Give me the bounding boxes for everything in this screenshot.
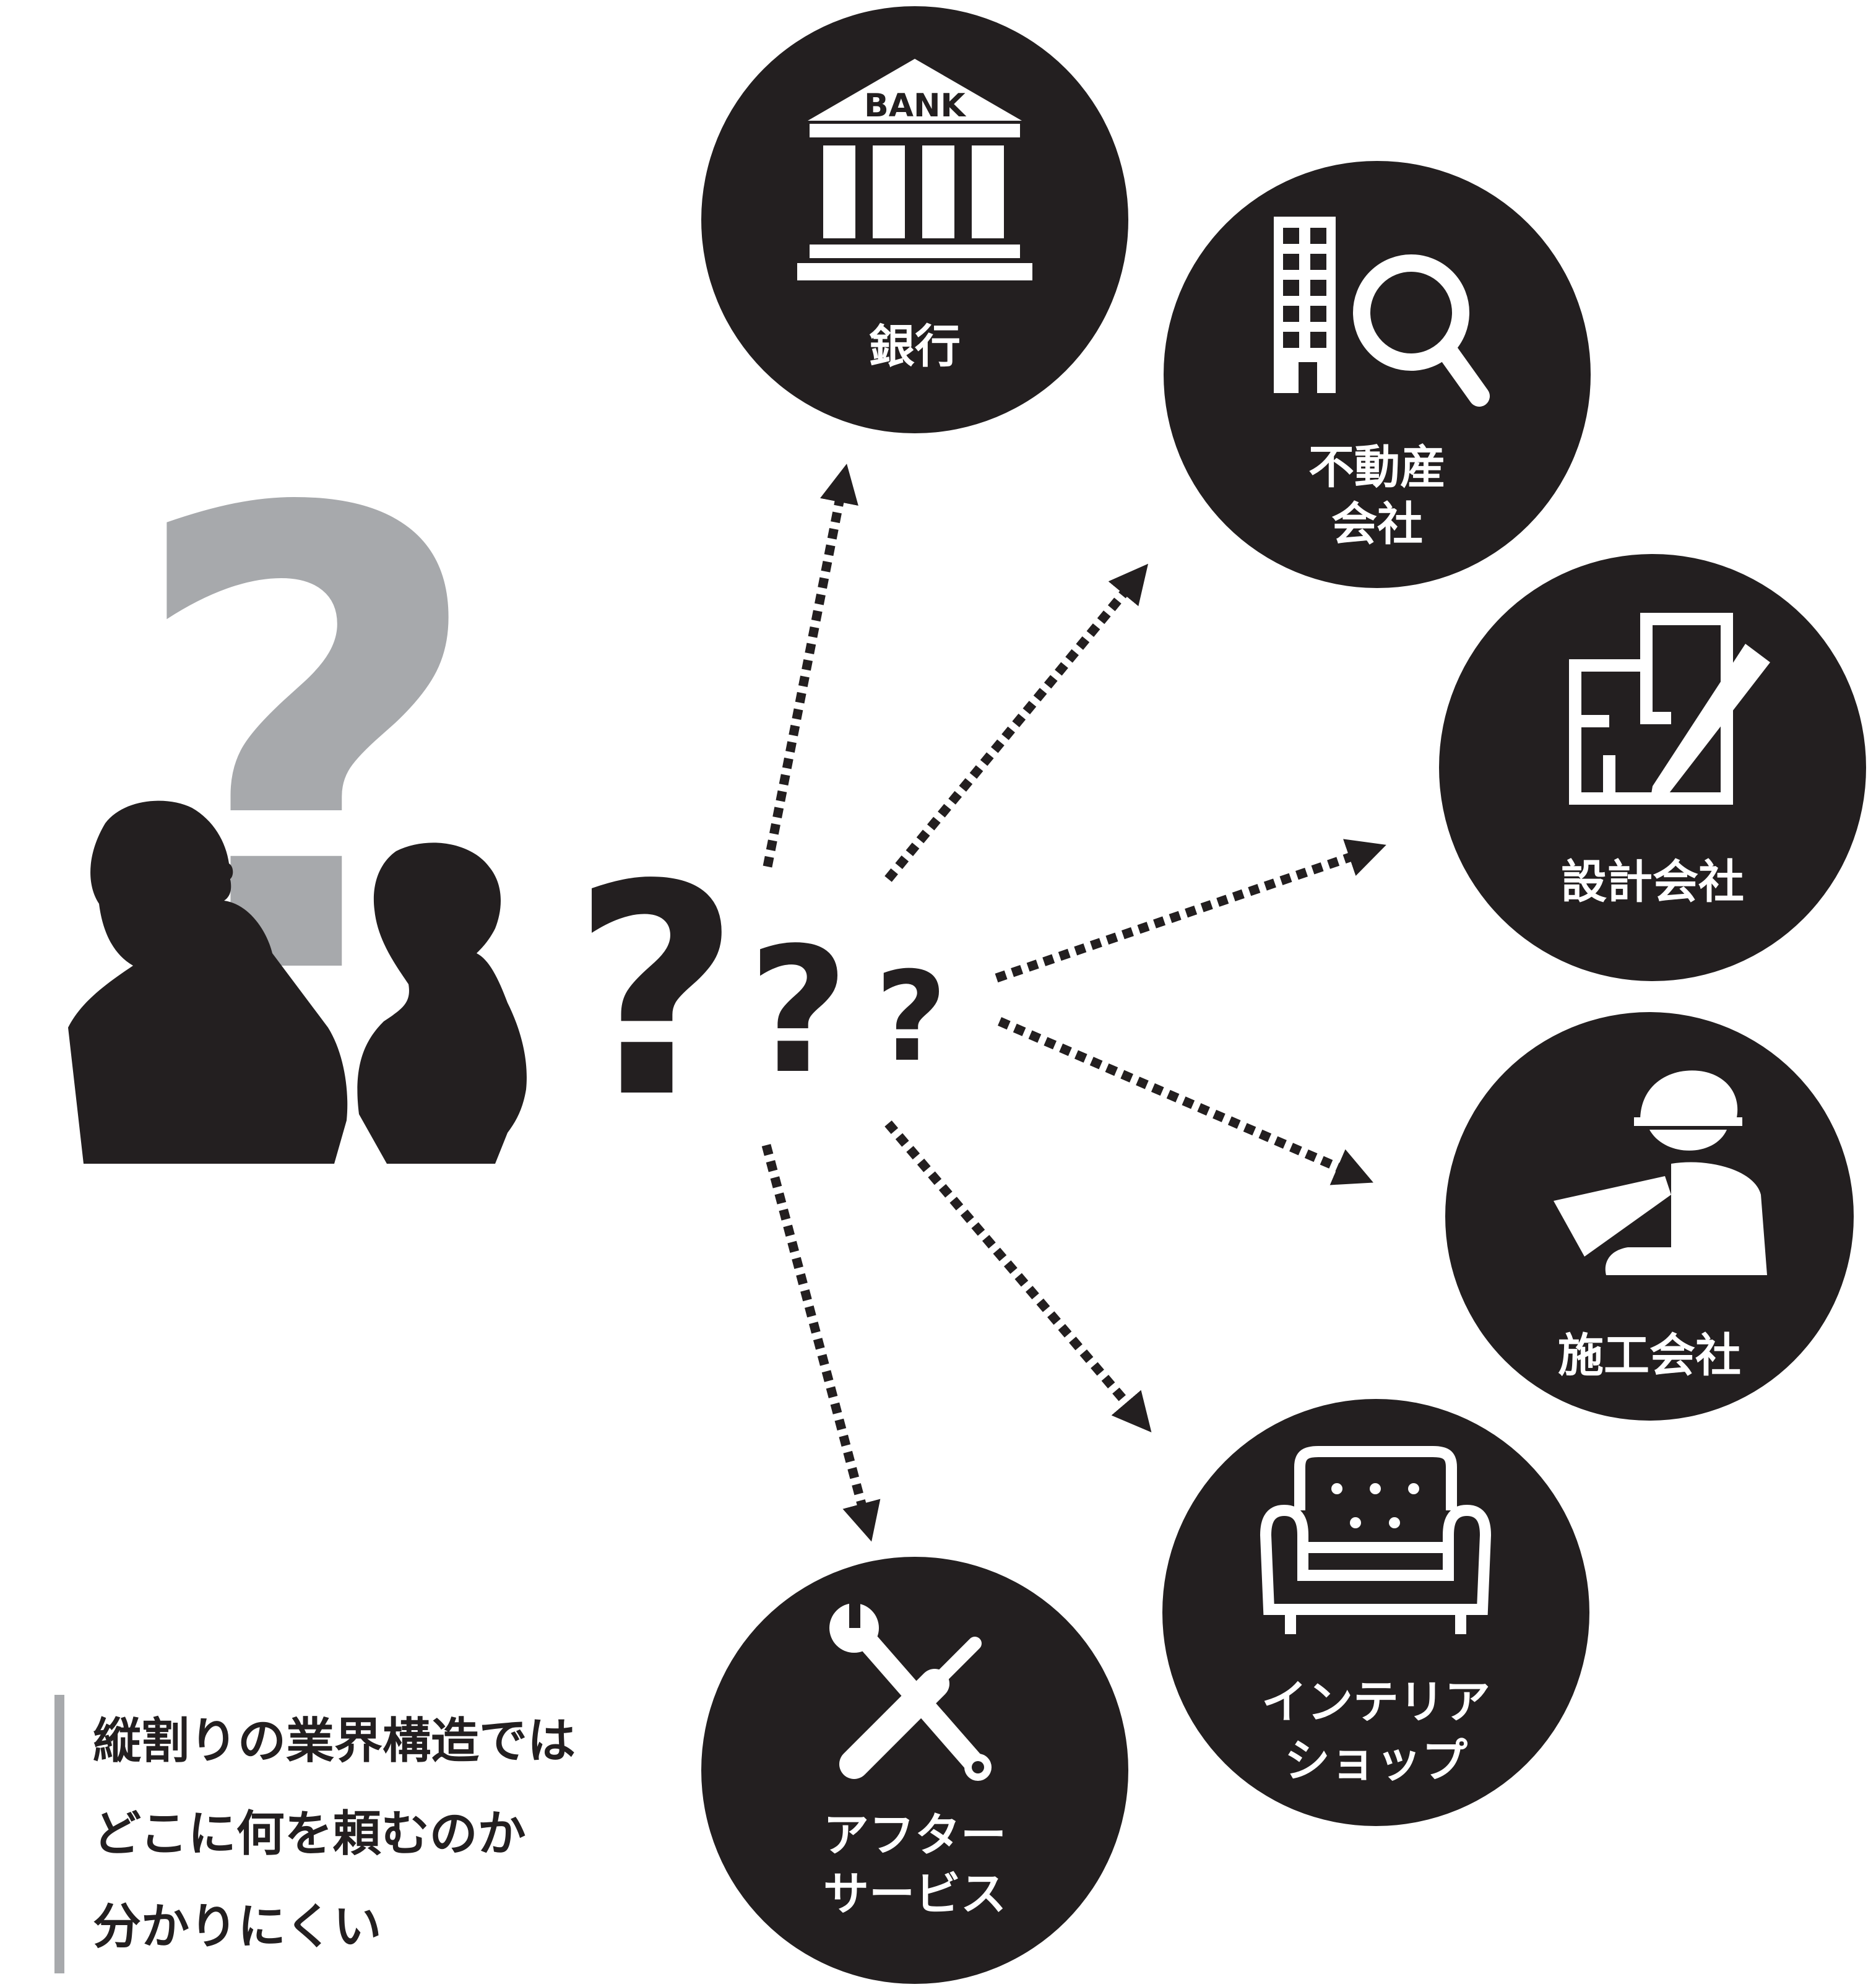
node-label: 会社 (1331, 498, 1423, 551)
node-design: 設計会社 (1439, 554, 1866, 981)
node-after-service: アフター サービス (701, 1557, 1128, 1984)
caption-line: どこに何を頼むのか (93, 1806, 526, 1862)
question-mark-medium: ? (748, 911, 849, 1112)
question-mark-large: ? (572, 823, 741, 1161)
arrow-to-design (995, 839, 1386, 983)
worker-blueprint-icon (1554, 1070, 1767, 1275)
sofa-icon (1260, 1446, 1492, 1634)
question-mark-small: ? (875, 945, 947, 1089)
arrow-to-bank (763, 464, 858, 868)
node-construction: 施工会社 (1445, 1012, 1854, 1421)
caption: 縦割りの業界構造では どこに何を頼むのか 分かりにくい (54, 1695, 576, 1973)
arrow-to-interior (884, 1120, 1152, 1432)
bank-sign-text: BANK (864, 87, 966, 124)
node-bank: BANK 銀行 (701, 6, 1128, 433)
node-label: アフター (823, 1809, 1006, 1862)
arrow-to-real-estate (884, 563, 1149, 882)
caption-line: 分かりにくい (93, 1899, 382, 1955)
node-label: 設計会社 (1561, 855, 1744, 909)
node-label: 施工会社 (1558, 1329, 1741, 1382)
building-search-icon (1274, 217, 1490, 407)
arrow-to-after-service (761, 1144, 881, 1542)
floorplan-pencil-icon (1569, 613, 1770, 805)
node-label: ショップ (1284, 1734, 1468, 1788)
node-label: 銀行 (869, 320, 961, 373)
bank-icon (797, 59, 1032, 280)
sofa-button-dots (1331, 1483, 1419, 1528)
node-label: インテリア (1261, 1676, 1490, 1729)
node-real-estate: 不動産 会社 (1164, 161, 1591, 588)
node-interior: インテリア ショップ (1162, 1399, 1589, 1826)
node-label: 不動産 (1308, 441, 1446, 494)
caption-line: 縦割りの業界構造では (93, 1713, 576, 1769)
thinking-couple-silhouette-icon (68, 800, 527, 1164)
arrow-to-construction (998, 1017, 1373, 1185)
wrench-screwdriver-icon (829, 1597, 992, 1781)
node-label: サービス (823, 1868, 1006, 1921)
